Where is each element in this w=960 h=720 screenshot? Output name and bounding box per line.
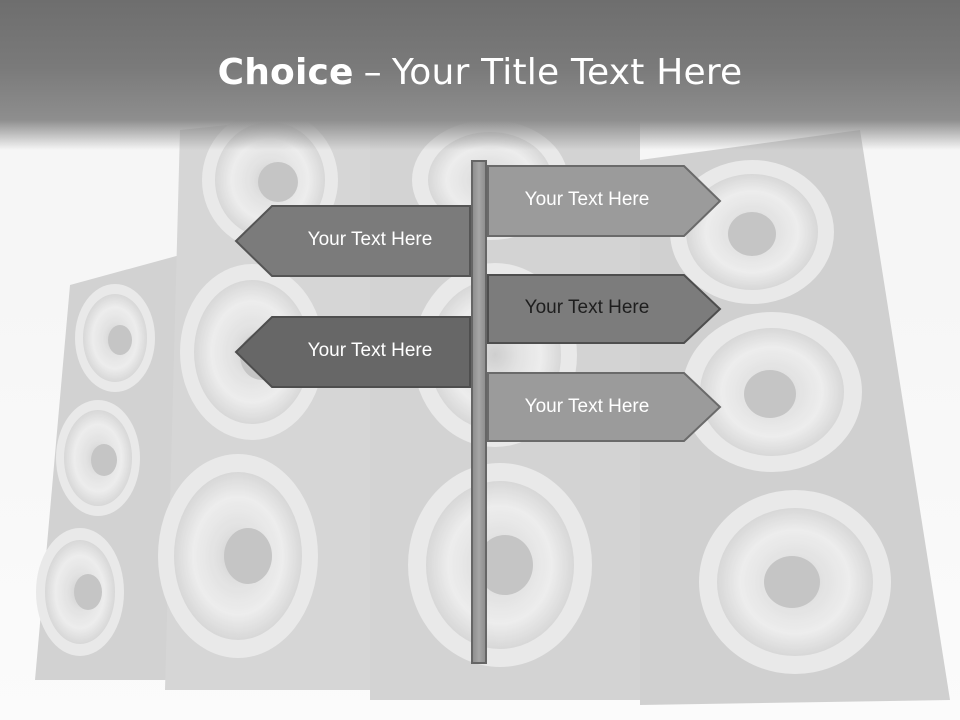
sign-left-top[interactable] xyxy=(234,204,474,278)
slide-title: Choice–Your Title Text Here xyxy=(0,52,960,93)
sign-right-2-label: Your Text Here xyxy=(524,297,650,318)
sign-left-top-label: Your Text Here xyxy=(307,229,433,250)
title-separator: – xyxy=(363,52,382,93)
title-text: Your Title Text Here xyxy=(391,52,743,93)
title-bar xyxy=(0,0,960,150)
sign-right-3[interactable] xyxy=(486,371,724,443)
signpost-pole xyxy=(471,160,487,664)
title-bold: Choice xyxy=(217,52,354,93)
sign-right-2[interactable] xyxy=(486,273,724,345)
sign-left-bottom-label: Your Text Here xyxy=(307,340,433,361)
sign-left-bottom[interactable] xyxy=(234,315,474,389)
sign-right-1[interactable] xyxy=(486,164,724,238)
sign-right-1-label: Your Text Here xyxy=(524,189,650,210)
sign-right-3-label: Your Text Here xyxy=(524,396,650,417)
